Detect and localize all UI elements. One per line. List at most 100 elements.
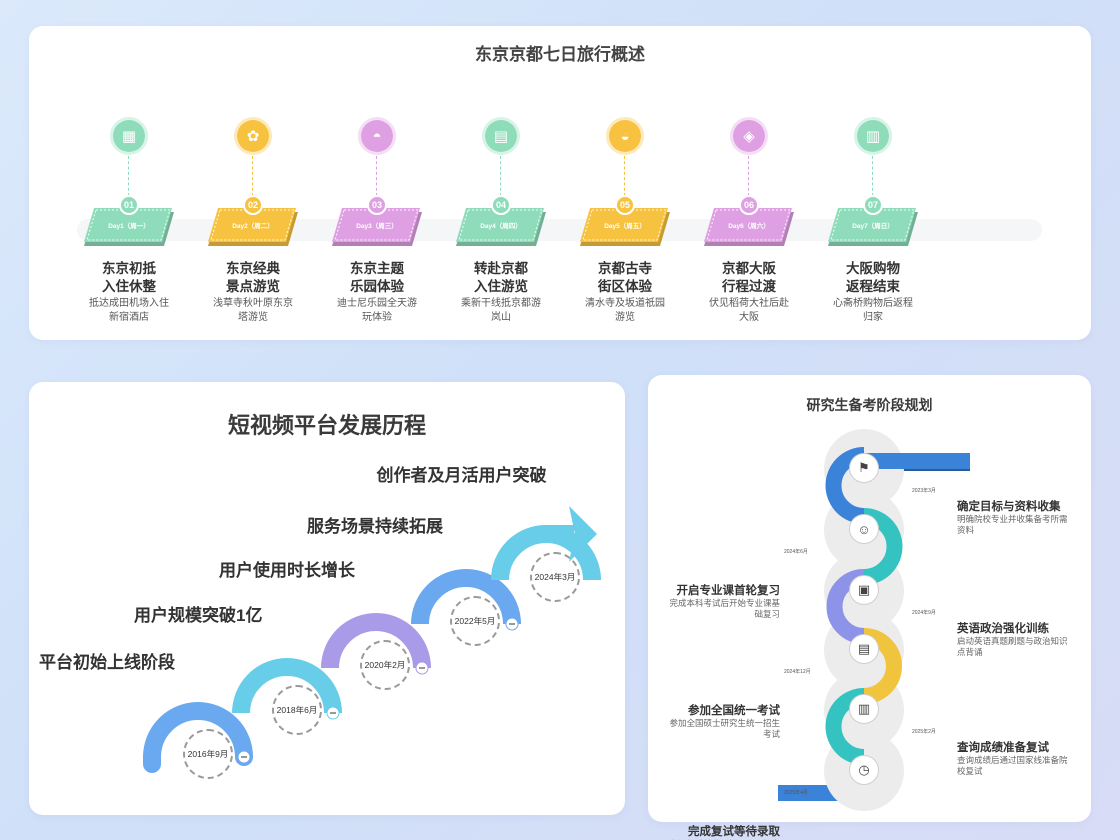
day-description: 伏见稻荷大社后赴大阪 — [709, 298, 789, 323]
date-circle-3: 2020年2月 — [360, 640, 410, 690]
stage-label-1: 平台初始上线阶段 — [39, 653, 175, 672]
day-face — [704, 208, 792, 242]
step-date: 2025年2月 — [912, 729, 936, 735]
stair-arc — [232, 658, 342, 714]
serp-loop — [863, 508, 903, 585]
stair-arc — [321, 613, 431, 669]
car-icon: ◈ — [730, 117, 768, 155]
day-face — [332, 208, 420, 242]
video-history-title: 短视频平台发展历程 — [227, 413, 426, 438]
step-date: 2024年6月 — [784, 549, 808, 555]
day-parallelogram — [208, 208, 298, 246]
person-icon: ☺ — [849, 514, 879, 544]
day-dash — [582, 209, 667, 241]
day-dash — [334, 209, 419, 241]
connector-line — [252, 156, 253, 196]
day-label: Day6（周六） — [728, 223, 770, 230]
day-label: Day2（周二） — [232, 223, 274, 230]
step-title: 开启专业课首轮复习 — [676, 585, 781, 597]
day-face — [456, 208, 544, 242]
stage-label-3: 用户使用时长增长 — [219, 561, 355, 580]
step-date: 2024年12月 — [784, 669, 811, 675]
step-description: 参加全国硕士研究生统一招生考试 — [669, 718, 780, 739]
step-title: 英语政治强化训练 — [957, 623, 1049, 635]
day-face — [84, 208, 172, 242]
day-dash — [210, 209, 295, 241]
day-label: Day4（周四） — [480, 223, 522, 230]
day-parallelogram — [580, 208, 670, 246]
day-dash — [458, 209, 543, 241]
stair-arc — [143, 702, 253, 766]
date-circle-1: 2016年9月 — [183, 729, 233, 779]
day-face — [580, 208, 668, 242]
day-dash — [830, 209, 915, 241]
connector-line — [872, 156, 873, 196]
server-icon: ▥ — [849, 694, 879, 724]
stair-arc — [411, 569, 521, 625]
arrow-curve — [491, 525, 547, 581]
suitcase-icon: ▦ — [110, 117, 148, 155]
day-description: 心斋桥购物后返程归家 — [833, 298, 913, 323]
day-parallelogram — [828, 208, 918, 246]
day-parallelogram — [456, 208, 546, 246]
clipboard-icon: ▥ — [854, 117, 892, 155]
day-title: 东京初抵入住休整 — [102, 261, 156, 294]
day-label: Day1（周一） — [108, 223, 150, 230]
step-date: 2023年3月 — [912, 488, 936, 494]
date-circle-2: 2018年6月 — [272, 685, 322, 735]
stage-label-2: 用户规模突破1亿 — [134, 606, 263, 625]
balloon-icon: ✿ — [234, 117, 272, 155]
chair-icon: ▤ — [482, 117, 520, 155]
step-description: 查询成绩后通过国家线准备院校复试 — [957, 755, 1068, 776]
day-number: 07 — [863, 195, 883, 215]
day-number: 03 — [367, 195, 387, 215]
day-dash — [86, 209, 171, 241]
connector-line — [376, 156, 377, 196]
step-title: 确定目标与资料收集 — [957, 501, 1061, 513]
connector-line — [624, 156, 625, 196]
step-title: 查询成绩准备复试 — [957, 742, 1049, 754]
day-face — [828, 208, 916, 242]
day-number: 06 — [739, 195, 759, 215]
day-title: 东京经典景点游览 — [226, 261, 280, 294]
step-date: 2025年4月 — [784, 790, 808, 796]
day-number: 01 — [119, 195, 139, 215]
day-label: Day5（周五） — [604, 223, 646, 230]
step-description: 启动英语真题刷题与政治知识点背诵 — [957, 636, 1068, 657]
serp-loop — [863, 628, 902, 704]
day-title: 大阪购物返程结束 — [846, 261, 900, 294]
exam-plan-title: 研究生备考阶段规划 — [806, 397, 933, 413]
day-description: 浅草寺秋叶原东京塔游览 — [213, 298, 293, 323]
day-description: 抵达成田机场入住新宿酒店 — [89, 298, 169, 323]
day-parallelogram — [332, 208, 422, 246]
day-face — [208, 208, 296, 242]
step-date: 2024年9月 — [912, 610, 936, 616]
day-title: 东京主题乐园体验 — [350, 261, 404, 294]
step-title: 参加全国统一考试 — [688, 705, 780, 717]
timeline-band — [77, 219, 1042, 241]
mask-icon: ◒ — [606, 117, 644, 155]
day-parallelogram — [84, 208, 174, 246]
date-circle-4: 2022年5月 — [450, 596, 500, 646]
day-number: 02 — [243, 195, 263, 215]
printer-icon: ▤ — [849, 634, 879, 664]
step-title: 完成复试等待录取 — [688, 826, 780, 838]
stairs-chart — [143, 506, 601, 773]
day-description: 迪士尼乐园全天游玩体验 — [337, 298, 417, 323]
clock-icon: ◷ — [849, 755, 879, 785]
video-history-card: 短视频平台发展历程 平台初始上线阶段 用户规模突破1亿 用户使用时长增长 服务场… — [29, 382, 625, 815]
step-description: 明确院校专业并收集备考所需资料 — [957, 514, 1068, 535]
day-title: 京都古寺街区体验 — [598, 261, 652, 294]
stage-label-4: 服务场景持续拓展 — [307, 517, 443, 536]
day-parallelogram — [704, 208, 794, 246]
day-label: Day7（周日） — [852, 223, 894, 230]
step-description: 完成本科考试后开始专业课基础复习 — [669, 598, 780, 619]
day-number: 05 — [615, 195, 635, 215]
